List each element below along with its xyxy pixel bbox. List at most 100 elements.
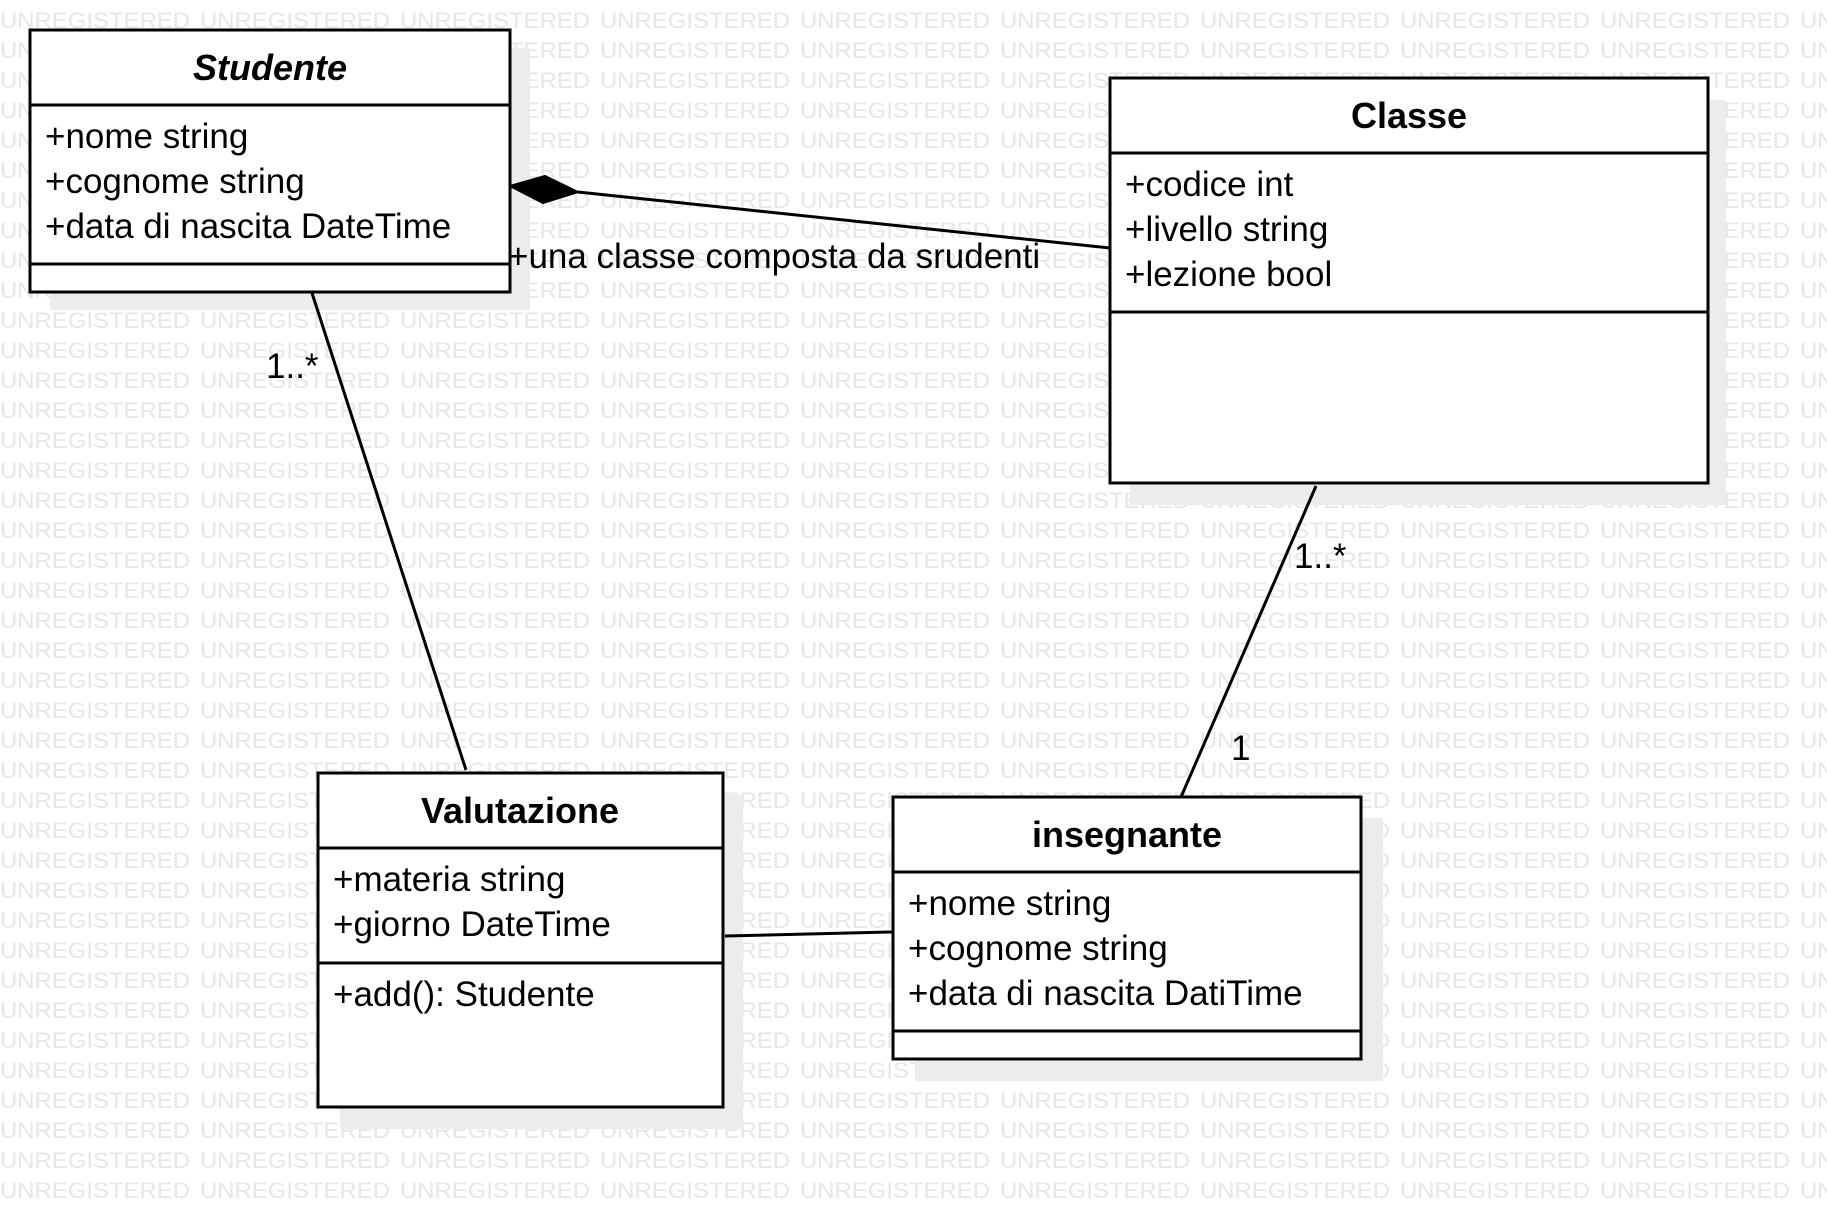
watermark-word: UNREGISTERED <box>1600 758 1790 783</box>
watermark-word: UNREGISTERED <box>0 698 190 723</box>
watermark-word: UNREGISTERED <box>0 1058 190 1083</box>
watermark-word: UNREGISTERED <box>1400 1088 1590 1113</box>
watermark-word: UNREGISTERED <box>1800 248 1827 273</box>
watermark-word: UNREGISTERED <box>1400 578 1590 603</box>
watermark-word: UNREGISTERED <box>1400 938 1590 963</box>
watermark-word: UNREGISTERED <box>1800 1058 1827 1083</box>
watermark-word: UNREGISTERED <box>1200 518 1390 543</box>
watermark-word: UNREGISTERED <box>1600 848 1790 873</box>
watermark-word: UNREGISTERED <box>600 188 790 213</box>
watermark-word: UNREGISTERED <box>1800 38 1827 63</box>
multiplicity-insegnante-side: 1 <box>1231 729 1250 768</box>
watermark-word: UNREGISTERED <box>800 188 990 213</box>
watermark-word: UNREGISTERED <box>1400 848 1590 873</box>
watermark-word: UNREGISTERED <box>1000 1118 1190 1143</box>
class-valutazione-attribute: +materia string <box>333 860 565 899</box>
watermark-word: UNREGISTERED <box>1400 548 1590 573</box>
class-insegnante[interactable]: insegnante +nome string +cognome string … <box>891 795 1363 1061</box>
class-classe[interactable]: Classe +codice int +livello string +lezi… <box>1108 76 1710 485</box>
watermark-word: UNREGISTERED <box>1400 1178 1590 1203</box>
watermark-word: UNREGISTERED <box>1800 338 1827 363</box>
watermark-word: UNREGISTERED <box>1800 368 1827 393</box>
watermark-word: UNREGISTERED <box>1800 1088 1827 1113</box>
watermark-word: UNREGISTERED <box>0 1148 190 1173</box>
watermark-word: UNREGISTERED <box>600 728 790 753</box>
class-valutazione[interactable]: Valutazione +materia string +giorno Date… <box>316 771 725 1109</box>
watermark-word: UNREGISTERED <box>1800 1118 1827 1143</box>
watermark-word: UNREGISTERED <box>1600 38 1790 63</box>
watermark-word: UNREGISTERED <box>0 638 190 663</box>
studente-classe-composition-line[interactable] <box>577 190 1111 250</box>
watermark-word: UNREGISTERED <box>1400 608 1590 633</box>
watermark-word: UNREGISTERED <box>1400 758 1590 783</box>
watermark-word: UNREGISTERED <box>200 638 390 663</box>
watermark-word: UNREGISTERED <box>200 728 390 753</box>
watermark-word: UNREGISTERED <box>800 158 990 183</box>
watermark-word: UNREGISTERED <box>200 698 390 723</box>
watermark-word: UNREGISTERED <box>1600 818 1790 843</box>
class-valutazione-attribute: +giorno DateTime <box>333 905 611 944</box>
watermark-word: UNREGISTERED <box>1800 638 1827 663</box>
watermark-word: UNREGISTERED <box>0 1118 190 1143</box>
valutazione-insegnante-association[interactable] <box>724 930 893 938</box>
watermark-word: UNREGISTERED <box>800 248 990 273</box>
watermark-word: UNREGISTERED <box>0 1088 190 1113</box>
watermark-word: UNREGISTERED <box>1800 398 1827 423</box>
watermark-word: UNREGISTERED <box>1000 728 1190 753</box>
watermark-word: UNREGISTERED <box>800 68 990 93</box>
watermark-word: UNREGISTERED <box>400 428 590 453</box>
watermark-word: UNREGISTERED <box>1600 1148 1790 1173</box>
watermark-word: UNREGISTERED <box>800 398 990 423</box>
watermark-word: UNREGISTERED <box>0 728 190 753</box>
watermark-word: UNREGISTERED <box>600 278 790 303</box>
watermark-word: UNREGISTERED <box>1400 728 1590 753</box>
watermark-word: UNREGISTERED <box>200 308 390 333</box>
watermark-word: UNREGISTERED <box>800 218 990 243</box>
watermark-word: UNREGISTERED <box>600 608 790 633</box>
watermark-word: UNREGISTERED <box>1000 1148 1190 1173</box>
watermark-word: UNREGISTERED <box>400 668 590 693</box>
watermark-word: UNREGISTERED <box>800 98 990 123</box>
watermark-word: UNREGISTERED <box>1400 518 1590 543</box>
watermark-word: UNREGISTERED <box>0 848 190 873</box>
watermark-word: UNREGISTERED <box>800 668 990 693</box>
watermark-word: UNREGISTERED <box>0 908 190 933</box>
watermark-word: UNREGISTERED <box>800 128 990 153</box>
watermark-word: UNREGISTERED <box>0 518 190 543</box>
watermark-word: UNREGISTERED <box>1000 758 1190 783</box>
watermark-word: UNREGISTERED <box>1000 1088 1190 1113</box>
watermark-word: UNREGISTERED <box>1600 788 1790 813</box>
watermark-word: UNREGISTERED <box>0 938 190 963</box>
watermark-word: UNREGISTERED <box>800 698 990 723</box>
watermark-word: UNREGISTERED <box>600 428 790 453</box>
watermark-word: UNREGISTERED <box>1600 578 1790 603</box>
watermark-word: UNREGISTERED <box>1800 98 1827 123</box>
watermark-word: UNREGISTERED <box>600 548 790 573</box>
watermark-word: UNREGISTERED <box>600 98 790 123</box>
watermark-word: UNREGISTERED <box>1600 638 1790 663</box>
watermark-word: UNREGISTERED <box>400 608 590 633</box>
class-insegnante-attribute: +nome string <box>908 884 1111 923</box>
watermark-word: UNREGISTERED <box>1800 8 1827 33</box>
watermark-word: UNREGISTERED <box>800 518 990 543</box>
watermark-word: UNREGISTERED <box>1000 518 1190 543</box>
watermark-word: UNREGISTERED <box>0 1028 190 1053</box>
watermark-word: UNREGISTERED <box>1800 878 1827 903</box>
classe-insegnante-association[interactable] <box>1179 485 1318 798</box>
watermark-word: UNREGISTERED <box>1200 578 1390 603</box>
studente-valutazione-association[interactable] <box>310 292 468 771</box>
watermark-word: UNREGISTERED <box>400 698 590 723</box>
watermark-word: UNREGISTERED <box>400 488 590 513</box>
multiplicity-classe-side: 1..* <box>1294 537 1347 576</box>
watermark-word: UNREGISTERED <box>1800 158 1827 183</box>
watermark-word: UNREGISTERED <box>800 308 990 333</box>
watermark-word: UNREGISTERED <box>600 338 790 363</box>
class-classe-attribute: +lezione bool <box>1125 255 1332 294</box>
watermark-word: UNREGISTERED <box>600 488 790 513</box>
watermark-word: UNREGISTERED <box>600 218 790 243</box>
watermark-word: UNREGISTERED <box>0 878 190 903</box>
class-studente[interactable]: Studente +nome string +cognome string +d… <box>28 28 512 294</box>
watermark-word: UNREGISTERED <box>400 518 590 543</box>
watermark-word: UNREGISTERED <box>800 1178 990 1203</box>
